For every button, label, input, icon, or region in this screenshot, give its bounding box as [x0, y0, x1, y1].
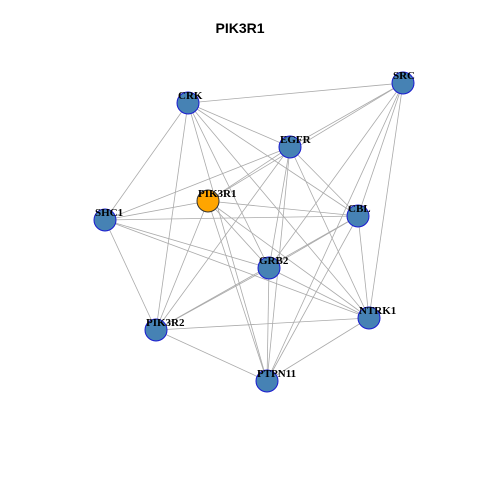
- node-label-ntrk1: NTRK1: [359, 305, 396, 317]
- edge-pik3r1-cbl: [207, 200, 359, 217]
- edge-pik3r1-ptpn11: [207, 200, 268, 382]
- edge-src-egfr: [289, 82, 404, 148]
- edge-crk-ntrk1: [187, 102, 370, 319]
- node-ntrk1: [357, 306, 381, 330]
- edge-cbl-ptpn11: [266, 215, 359, 382]
- node-label-src: SRC: [393, 70, 415, 82]
- nodes-layer: [93, 71, 415, 393]
- node-label-pik3r1: PIK3R1: [198, 188, 237, 200]
- edge-crk-grb2: [187, 102, 270, 269]
- edge-crk-shc1: [104, 102, 189, 221]
- edge-pik3r2-ptpn11: [155, 329, 268, 382]
- edge-crk-cbl: [187, 102, 359, 217]
- edge-pik3r1-shc1: [104, 200, 209, 221]
- edge-shc1-cbl: [104, 215, 359, 221]
- node-label-egfr: EGFR: [280, 134, 312, 146]
- edge-cbl-ntrk1: [357, 215, 370, 319]
- edge-shc1-pik3r2: [104, 219, 157, 331]
- edge-src-pik3r1: [207, 82, 404, 202]
- edge-pik3r1-grb2: [207, 200, 270, 269]
- edge-egfr-shc1: [104, 146, 291, 221]
- node-label-pik3r2: PIK3R2: [146, 317, 185, 329]
- edge-src-cbl: [357, 82, 404, 217]
- graph-title: PIK3R1: [215, 20, 265, 36]
- edge-egfr-pik3r1: [207, 146, 291, 202]
- node-shc1: [93, 208, 117, 232]
- edge-cbl-pik3r2: [155, 215, 359, 331]
- edge-crk-ptpn11: [187, 102, 268, 382]
- edge-pik3r1-pik3r2: [155, 200, 209, 331]
- node-ptpn11: [255, 369, 279, 393]
- edge-ntrk1-ptpn11: [266, 317, 370, 382]
- edge-shc1-grb2: [104, 219, 270, 269]
- node-src: [391, 71, 415, 95]
- node-egfr: [278, 135, 302, 159]
- node-pik3r1: [196, 189, 220, 213]
- edge-grb2-pik3r2: [155, 267, 270, 331]
- edge-grb2-ptpn11: [266, 267, 270, 382]
- node-label-crk: CRK: [178, 90, 203, 102]
- node-label-grb2: GRB2: [259, 255, 289, 267]
- edge-egfr-pik3r2: [155, 146, 291, 331]
- node-crk: [176, 91, 200, 115]
- node-cbl: [346, 204, 370, 228]
- edge-ntrk1-pik3r2: [155, 317, 370, 331]
- edges-layer: [104, 82, 404, 382]
- node-label-shc1: SHC1: [95, 207, 123, 219]
- edge-crk-pik3r2: [155, 102, 189, 331]
- node-label-cbl: CBL: [348, 203, 371, 215]
- edge-crk-src: [187, 82, 404, 104]
- node-grb2: [257, 256, 281, 280]
- edge-src-grb2: [268, 82, 404, 269]
- edge-src-ptpn11: [266, 82, 404, 382]
- edge-grb2-ntrk1: [268, 267, 370, 319]
- edge-pik3r1-ntrk1: [207, 200, 370, 319]
- edge-shc1-ntrk1: [104, 219, 370, 319]
- node-pik3r2: [144, 318, 168, 342]
- edge-egfr-cbl: [289, 146, 359, 217]
- node-label-ptpn11: PTPN11: [257, 368, 296, 380]
- edge-crk-egfr: [187, 102, 291, 148]
- edge-src-ntrk1: [368, 82, 404, 319]
